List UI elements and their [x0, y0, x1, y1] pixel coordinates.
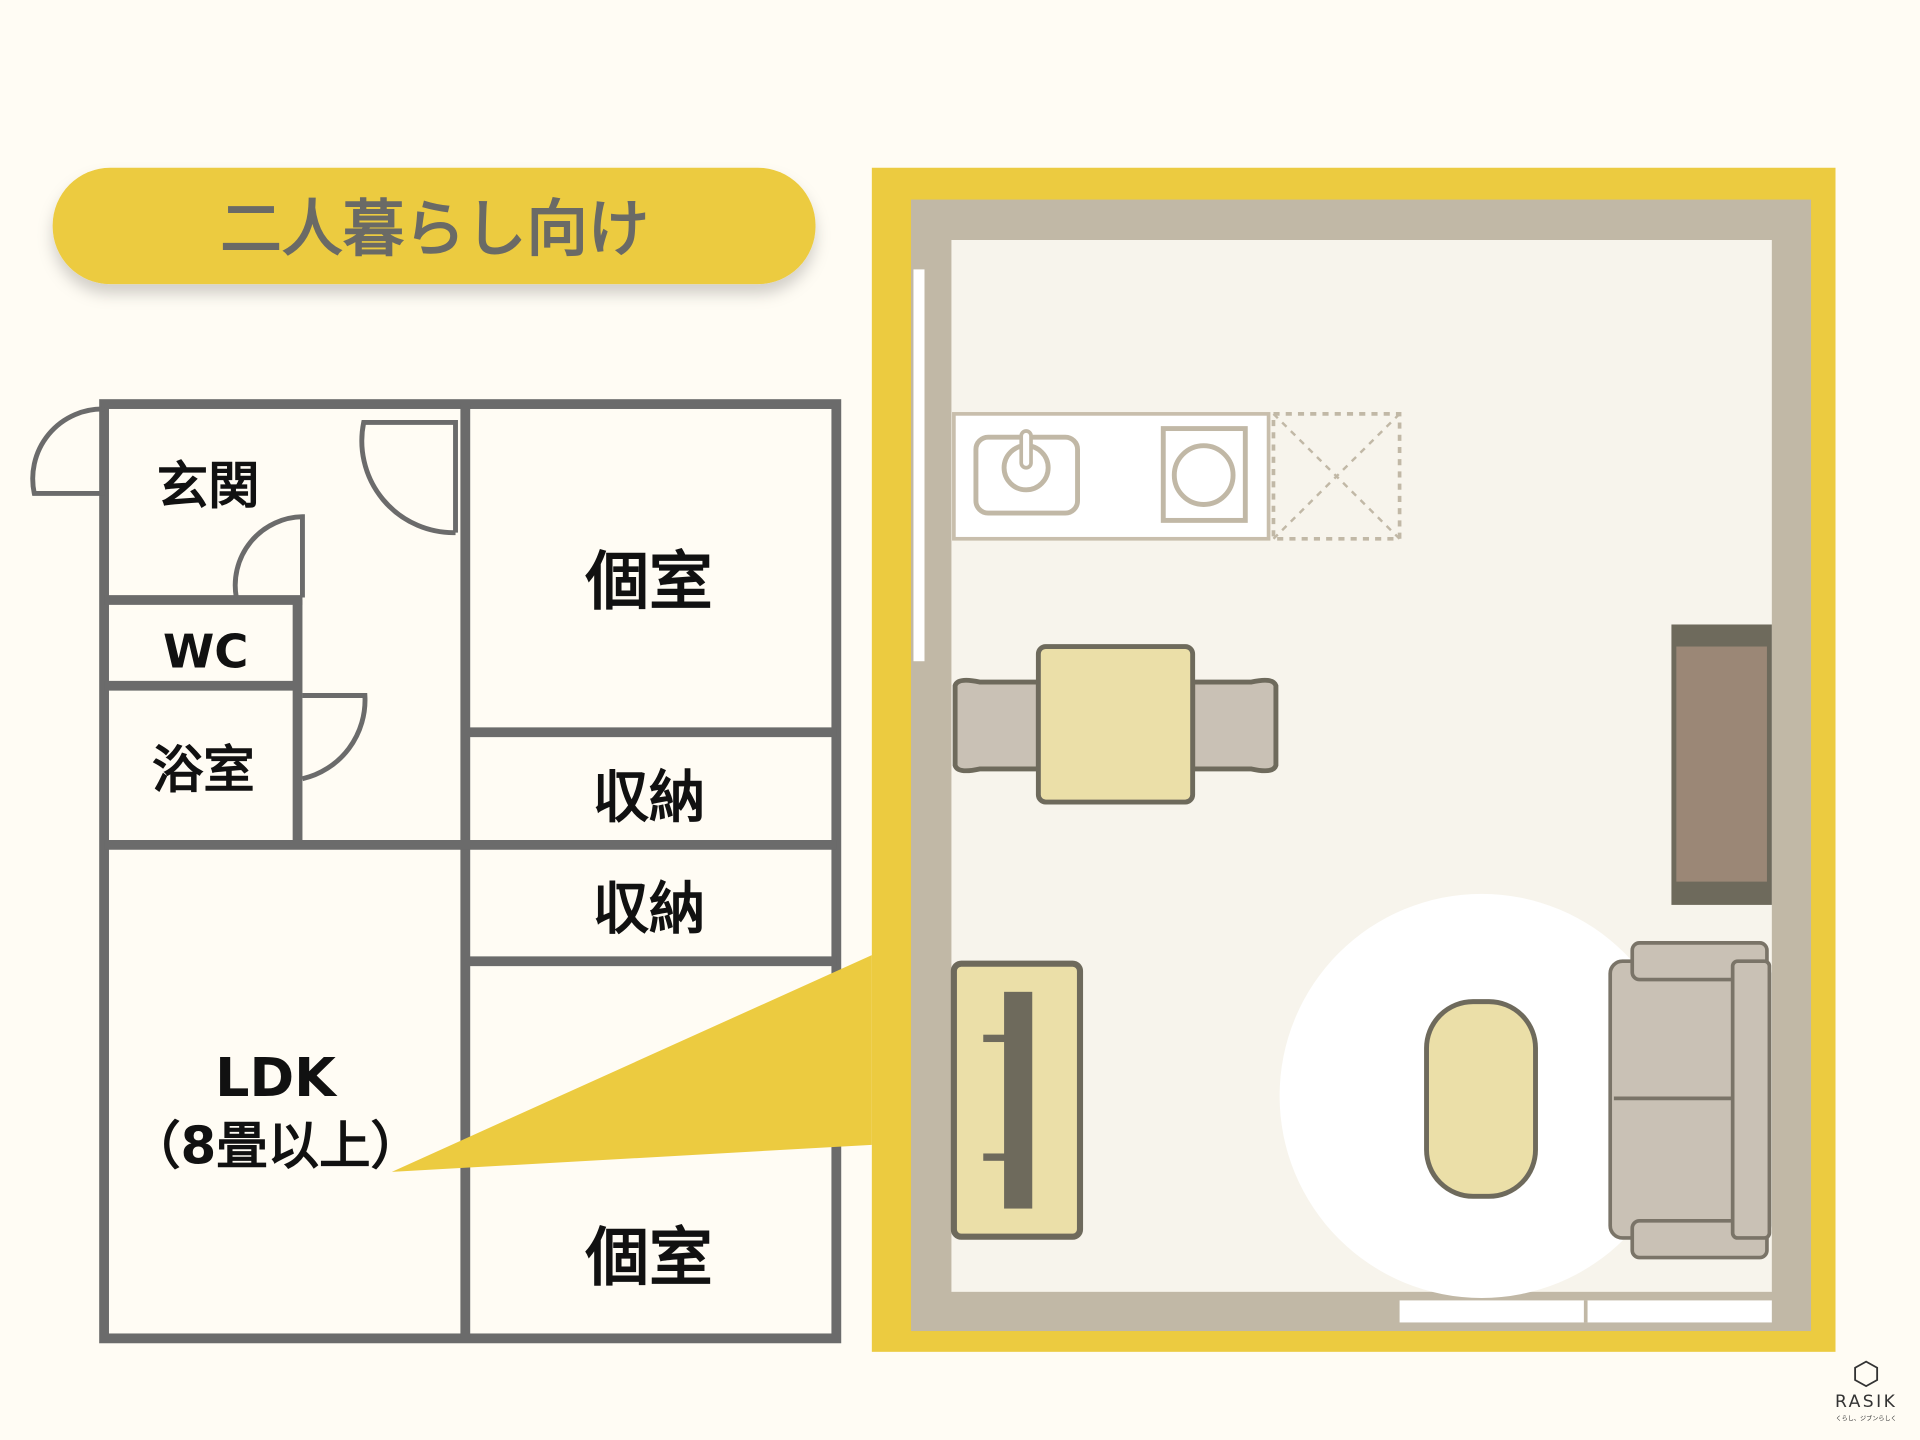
- room-label-wc: WC: [163, 624, 248, 678]
- tv-stand: [1671, 624, 1772, 905]
- cabinet: [950, 960, 1084, 1240]
- room-label-ldk: LDK: [215, 1046, 338, 1109]
- title-badge: 二人暮らし向け: [52, 167, 816, 285]
- room-label-storage-1: 収納: [593, 766, 706, 831]
- floor-plan: 玄関 WC 浴室 個室 収納 収納 LDK （8畳以上）: [30, 399, 842, 1344]
- logo-tagline: くらし、ジブンらしく: [1836, 1414, 1897, 1422]
- bath-door: [301, 693, 368, 782]
- wc-door: [232, 514, 305, 598]
- logo-name: RASIK: [1835, 1392, 1897, 1412]
- entrance-door: [30, 406, 105, 496]
- logo-cube-icon: [1854, 1360, 1879, 1388]
- ldk-detail: [871, 167, 1836, 1352]
- entrance-inner-door: [359, 420, 458, 536]
- dining-set: [952, 644, 1279, 805]
- kitchen-counter: [952, 412, 1402, 541]
- room-label-entrance: 玄関: [157, 456, 260, 516]
- room-label-storage-2: 収納: [593, 877, 706, 942]
- room-label-private-2: 個室: [584, 1222, 712, 1296]
- room-label-bath: 浴室: [152, 740, 255, 800]
- room-label-private-1: 個室: [584, 546, 712, 620]
- title-text: 二人暮らし向け: [220, 194, 649, 265]
- window-left: [913, 269, 925, 662]
- callout-pointer: [391, 955, 872, 1172]
- stove-icon: [1160, 426, 1248, 523]
- room-label-ldk-size: （8畳以上）: [129, 1116, 422, 1176]
- fridge-space: [1271, 412, 1402, 541]
- rasik-logo: RASIK くらし、ジブンらしく: [1835, 1360, 1897, 1422]
- sofa: [1608, 941, 1772, 1260]
- low-table: [1424, 999, 1538, 1199]
